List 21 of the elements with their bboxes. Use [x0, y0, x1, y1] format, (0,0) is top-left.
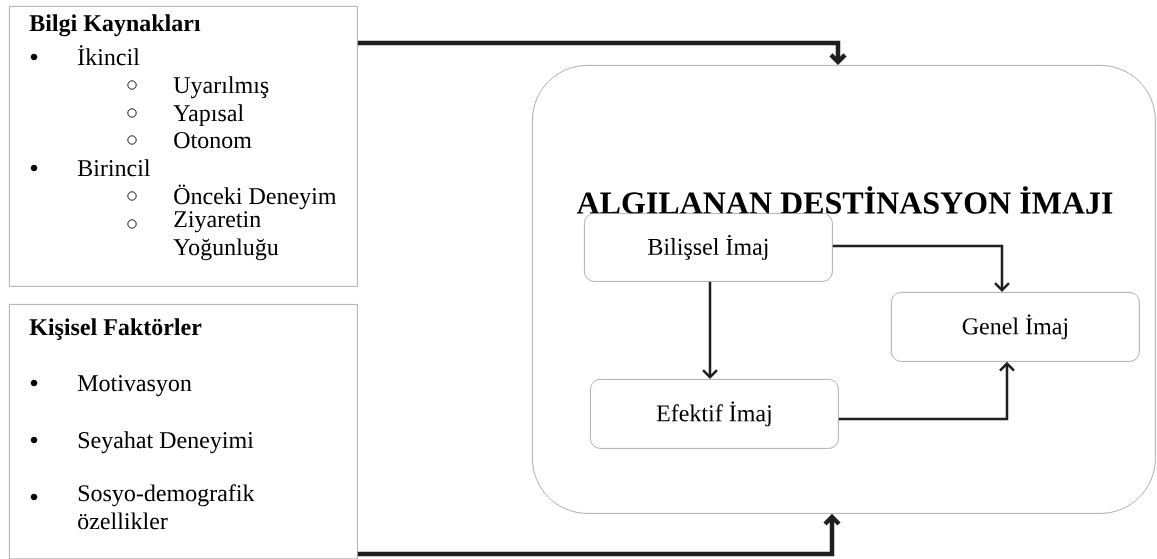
list-item: İkincil [78, 45, 140, 66]
list-item: Ziyaretin Yoğunluğu [173, 211, 279, 261]
process-box: Bilişsel İmaj [584, 213, 833, 282]
heading: Kişisel Faktörler [29, 318, 202, 340]
list-item: Otonom [174, 132, 252, 149]
panel-title: ALGILANAN DESTİNASYON İMAJI [576, 186, 1113, 214]
list-item: Önceki Deneyim [174, 184, 337, 210]
list-item: Motivasyon [77, 375, 192, 397]
arrow [702, 281, 718, 379]
list-item: Birincil [77, 159, 151, 177]
process-box: Genel İmaj [891, 292, 1140, 362]
list-item: Seyahat Deneyimi [78, 431, 254, 454]
list-item: Sosyo-demografik özellikler [78, 484, 255, 530]
arrow [832, 244, 1010, 292]
list-item: Yapısal [173, 104, 244, 127]
process-box: Efektif İmaj [590, 379, 839, 449]
arrow [838, 361, 1015, 421]
list-item: Uyarılmış [173, 76, 269, 99]
arrow [357, 40, 847, 65]
heading: Bilgi Kaynakları [29, 14, 201, 37]
arrow [357, 513, 841, 557]
